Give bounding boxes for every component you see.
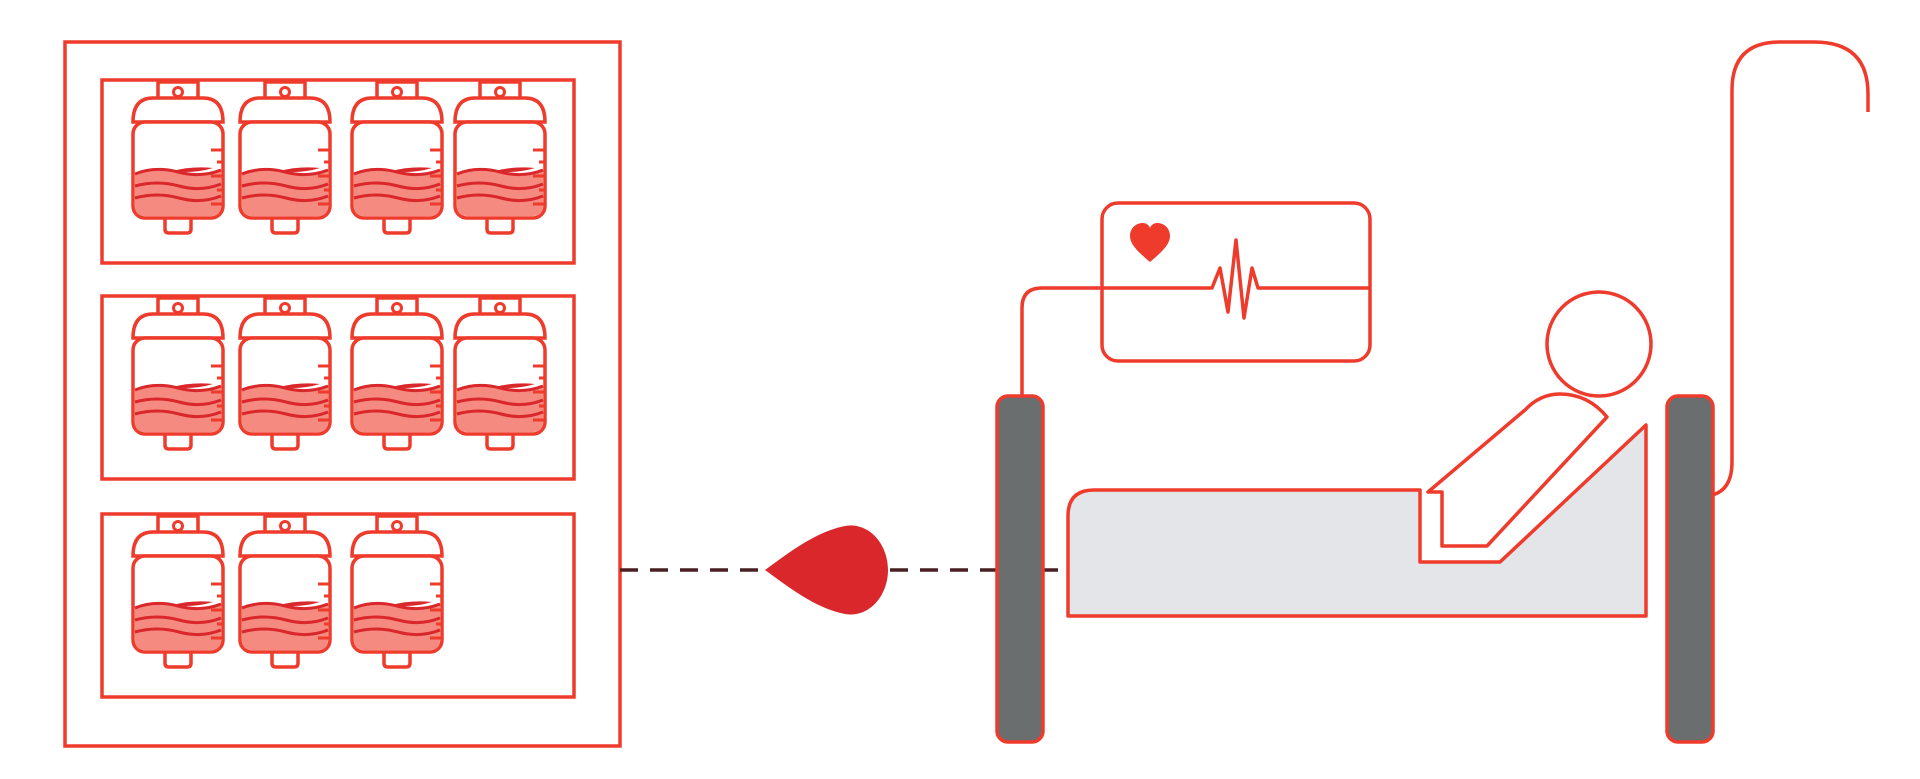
blood-bag-icon (453, 296, 547, 451)
blood-bank-cabinet (63, 40, 622, 748)
patient-body (1426, 392, 1609, 548)
heart-icon (1130, 223, 1170, 262)
blood-bag-icon (350, 80, 444, 235)
blood-bag-icon (238, 80, 332, 235)
iv-pole-icon (1711, 40, 1870, 497)
monitor-screen (1100, 201, 1372, 363)
blood-bag-icon (131, 80, 225, 235)
bed-post-left (995, 394, 1045, 744)
monitor-cable (1020, 286, 1102, 398)
blood-bag-icon (131, 296, 225, 451)
transfer-line (620, 525, 1058, 615)
blood-drop-icon (765, 525, 888, 615)
heart-monitor (1020, 201, 1372, 398)
blood-bag-icon (238, 296, 332, 451)
mattress (1066, 423, 1648, 618)
blood-bag-icon (350, 514, 444, 669)
bed-post-right (1665, 394, 1715, 744)
blood-bag-icon (453, 80, 547, 235)
patient-head (1545, 290, 1653, 398)
blood-bag-icon (350, 296, 444, 451)
hospital-bed-icon (995, 290, 1715, 744)
blood-bag-icon (238, 514, 332, 669)
heartbeat-line-icon (1102, 238, 1370, 320)
blood-bag-icon (131, 514, 225, 669)
person-icon (1426, 290, 1653, 548)
